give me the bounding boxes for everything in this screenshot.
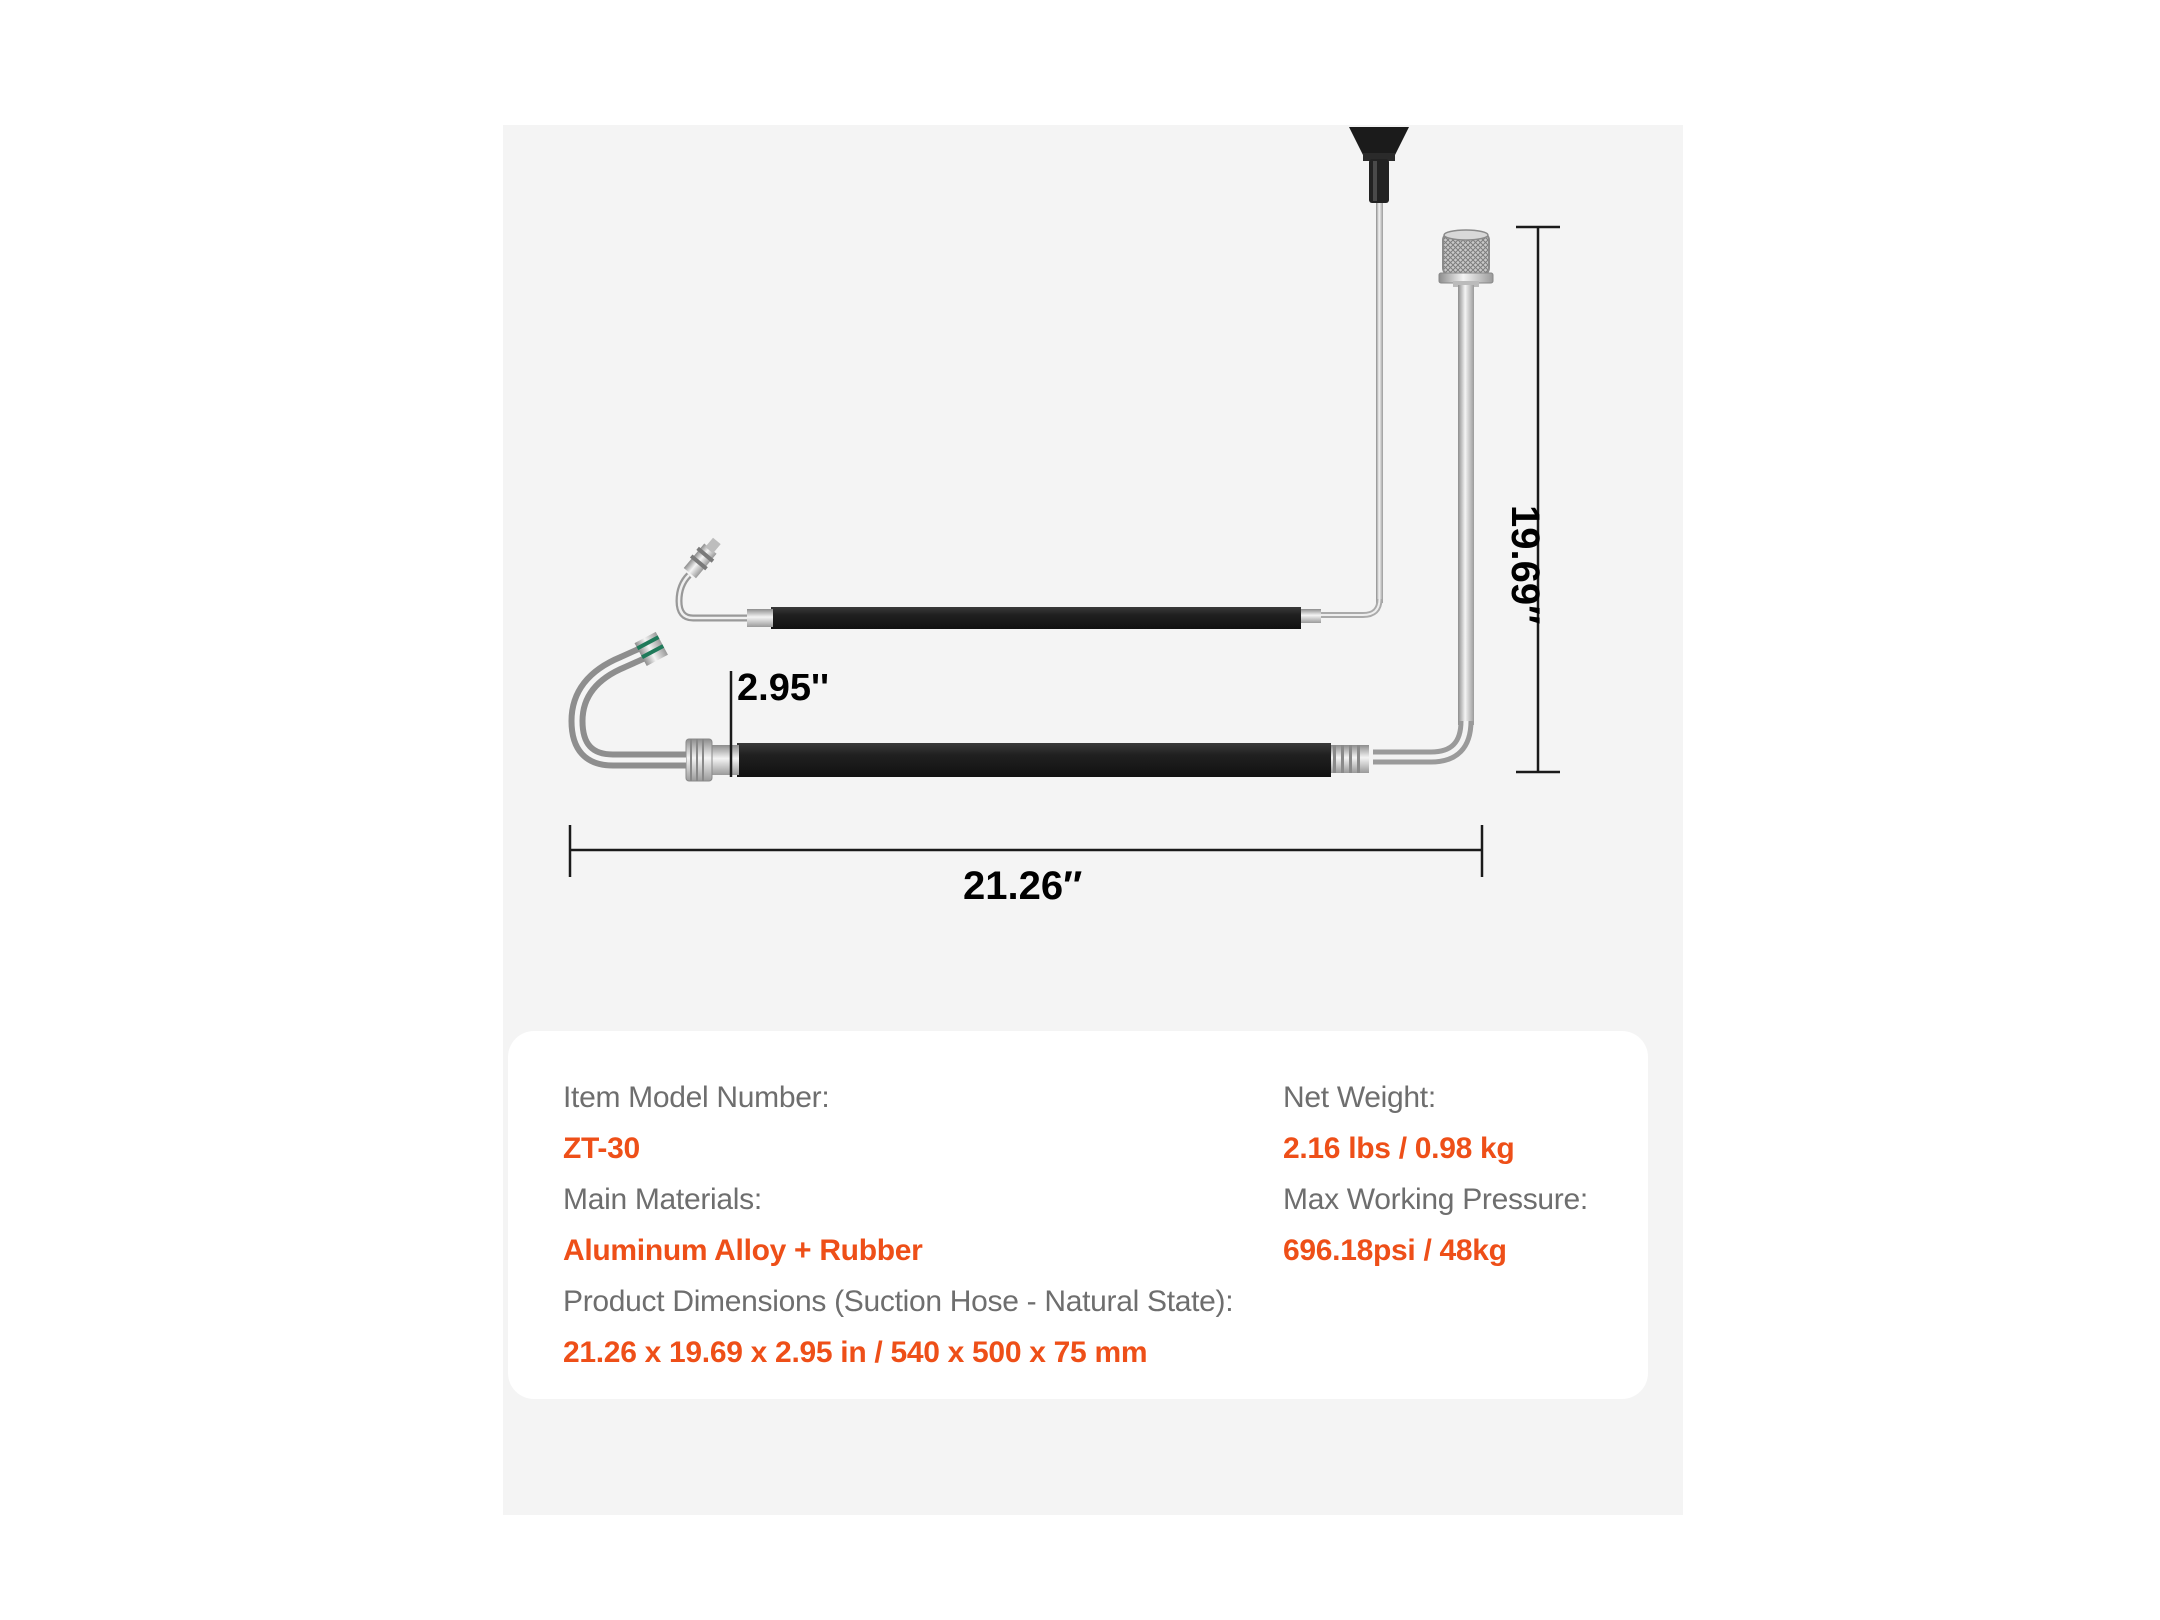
product-dimensions-label: Product Dimensions (Suction Hose - Natur… [563,1285,1234,1318]
upper-hose [771,607,1301,629]
suction-hose [737,743,1331,777]
product-figure: 21.26″ 19.69″ 2.95'' [503,125,1683,1005]
product-panel: 21.26″ 19.69″ 2.95'' Item Model Number: … [503,125,1683,1515]
width-dimension-line [568,825,1484,877]
net-weight-value: 2.16 lbs / 0.98 kg [1283,1132,1515,1165]
upper-nozzle [675,537,773,627]
height-dimension-label: 19.69″ [1503,505,1547,625]
lower-rod [1329,285,1474,773]
net-weight-label: Net Weight: [1283,1081,1436,1114]
outlet-fitting [568,631,739,782]
strainer-filter [1438,229,1494,287]
product-dimensions-value: 21.26 x 19.69 x 2.95 in / 540 x 500 x 75… [563,1336,1148,1369]
materials-label: Main Materials: [563,1183,762,1216]
materials-value: Aluminum Alloy + Rubber [563,1234,923,1267]
height-dimension-line [1516,225,1560,774]
thickness-dimension-label: 2.95'' [737,667,830,709]
model-number-label: Item Model Number: [563,1081,830,1114]
width-dimension-label: 21.26″ [963,864,1083,908]
max-pressure-label: Max Working Pressure: [1283,1183,1588,1216]
spec-card: Item Model Number: ZT-30 Main Materials:… [508,1031,1648,1399]
max-pressure-value: 696.18psi / 48kg [1283,1234,1507,1267]
push-knob [1349,127,1409,203]
hose-illustration [568,127,1560,877]
upper-rod [1297,203,1383,623]
model-number-value: ZT-30 [563,1132,640,1165]
